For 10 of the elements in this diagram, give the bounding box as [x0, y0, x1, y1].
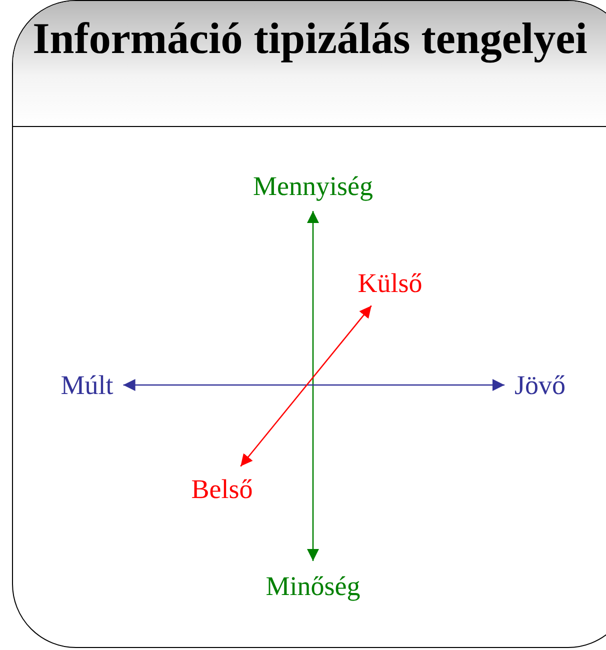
double-arrow — [307, 211, 319, 561]
axis-label: Jövő — [514, 370, 566, 400]
axis-label: Belső — [191, 474, 253, 504]
axis-label: Múlt — [60, 370, 114, 400]
axis-label: Minőség — [266, 571, 360, 601]
double-arrow — [240, 305, 372, 467]
double-arrow — [123, 379, 504, 391]
title: Információ tipizálás tengelyei — [32, 15, 588, 63]
axis-label: Külső — [358, 268, 422, 298]
axis-label: Mennyiség — [253, 171, 373, 201]
